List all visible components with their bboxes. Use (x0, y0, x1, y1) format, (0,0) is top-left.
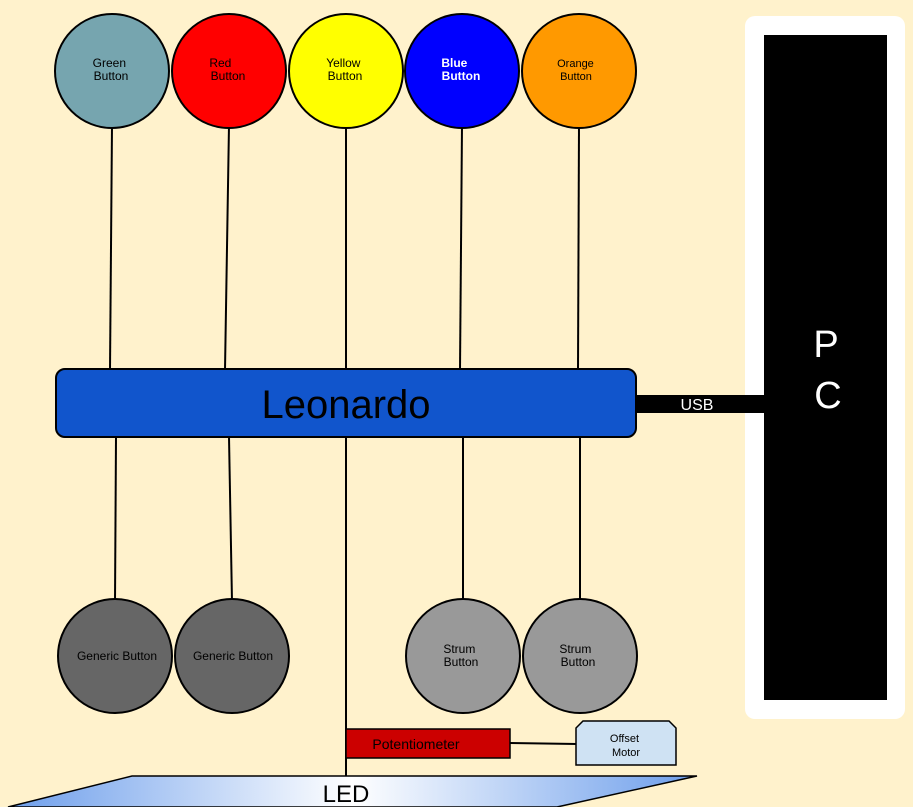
orange-button-label-2: Button (560, 71, 592, 83)
red-button-label-1: Red (209, 56, 231, 70)
generic-button-1-circle (57, 598, 173, 714)
potentiometer: Potentiometer (345, 728, 511, 759)
wire-green (109, 124, 113, 371)
wire-generic-1 (114, 436, 117, 603)
led-strip: LED (7, 775, 698, 807)
yellow-button-label-2: Button (328, 69, 363, 83)
generic-button-2-circle (174, 598, 290, 714)
blue-button-label-1: Blue (441, 56, 467, 70)
strum-button-2-label: Strum Button (559, 642, 595, 669)
strum-button-1-label: Strum Button (443, 642, 478, 669)
generic-button-2-label: Generic Button (193, 649, 273, 663)
blue-button: Blue Button (404, 13, 520, 129)
top-buttons: Green Button Red Button Yellow Button Bl… (54, 13, 637, 129)
orange-button-circle (521, 13, 637, 129)
wire-red (224, 124, 230, 371)
blue-button-label-2: Button (442, 69, 481, 83)
strum-button-2-circle (522, 598, 638, 714)
usb-label: USB (681, 397, 714, 414)
potentiometer-box (345, 728, 511, 759)
strum-button-1-label-2: Button (444, 655, 479, 669)
orange-button-label: Orange Button (557, 58, 597, 83)
blue-button-label: Blue Button (441, 56, 480, 83)
bottom-buttons: Generic Button Generic Button Strum Butt… (57, 598, 638, 714)
wire-generic-2 (228, 436, 233, 603)
orange-button-label-1: Orange (557, 58, 594, 70)
potentiometer-label: Potentiometer (372, 736, 459, 752)
led-label: LED (323, 781, 370, 807)
green-button: Green Button (54, 13, 170, 129)
strum-button-2: Strum Button (522, 598, 638, 714)
yellow-button-label-1: Yellow (326, 56, 361, 70)
orange-button: Orange Button (521, 13, 637, 129)
wire-motor (509, 742, 578, 745)
generic-button-2: Generic Button (174, 598, 290, 714)
strum-button-1-circle (405, 598, 521, 714)
red-button-label: Red Button (209, 56, 245, 83)
yellow-button-circle (288, 13, 404, 129)
yellow-button: Yellow Button (288, 13, 404, 129)
wires (109, 124, 581, 778)
strum-button-1: Strum Button (405, 598, 521, 714)
generic-button-1-label: Generic Button (77, 649, 157, 663)
pc-label-1: P (813, 324, 838, 366)
offset-motor-label-2: Motor (612, 747, 640, 759)
blue-button-circle (404, 13, 520, 129)
offset-motor: Offset Motor (575, 720, 677, 766)
green-button-label-2: Button (94, 69, 129, 83)
generic-button-1: Generic Button (57, 598, 173, 714)
wire-orange (577, 124, 580, 371)
offset-motor-box (575, 720, 677, 766)
pc-label-2: C (814, 375, 841, 417)
usb-cable: USB (630, 395, 766, 414)
red-button-circle (171, 13, 287, 129)
green-button-circle (54, 13, 170, 129)
pc: P C (745, 16, 905, 719)
offset-motor-label: Offset Motor (610, 733, 642, 759)
strum-button-2-label-2: Button (561, 655, 596, 669)
red-button-label-2: Button (211, 69, 246, 83)
leonardo-box (55, 368, 637, 438)
strum-button-2-label-1: Strum (559, 642, 591, 656)
leonardo-board: Leonardo (55, 368, 637, 438)
strum-button-1-label-1: Strum (443, 642, 475, 656)
leonardo-label: Leonardo (261, 383, 430, 427)
red-button: Red Button (171, 13, 287, 129)
green-button-label-1: Green (93, 56, 126, 70)
led-bar (7, 775, 698, 807)
green-button-label: Green Button (93, 56, 130, 83)
usb-bar (630, 395, 766, 413)
wire-blue (459, 124, 463, 371)
offset-motor-label-1: Offset (610, 733, 639, 745)
yellow-button-label: Yellow Button (326, 56, 364, 83)
pc-screen (764, 35, 887, 700)
